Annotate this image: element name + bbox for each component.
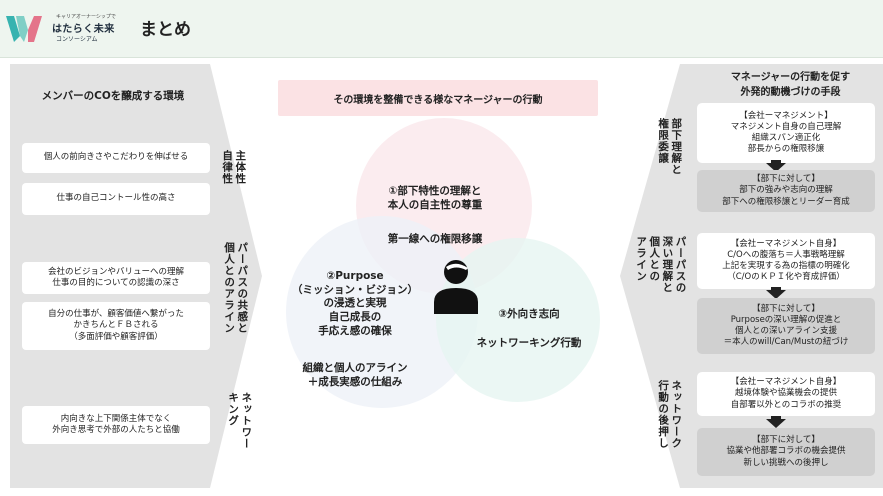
arrow-down-icon: [771, 287, 781, 291]
arrow-down-icon: [766, 419, 786, 428]
circle3-text: ③外向き志向: [498, 308, 560, 320]
left-label-networking: ネットワー キング: [227, 392, 253, 450]
right-panel-title: マネージャーの行動を促す 外発的動機づけの手段: [730, 72, 851, 98]
left-label-autonomy: 主体性 自律性: [221, 150, 247, 185]
right-label-delegation: 部下理解と 権限委譲: [657, 118, 683, 176]
circle1-subtext: 第一線への権限移譲: [387, 233, 483, 245]
person-icon: [434, 260, 478, 314]
venn-diagram: [286, 118, 600, 408]
left-item-5: 内向きな上下関係主体でなく 外向き思考で外部の人たちと協働: [22, 406, 210, 444]
left-label-purpose: パーパスの共感と 個人とのアライン: [223, 242, 249, 334]
right-box-3-bottom: 【部下に対して】 協業や他部署コラボの機会提供 新しい挑戦への後押し: [697, 428, 875, 476]
circle1-text: ①部下特性の理解と 本人の自主性の尊重: [387, 185, 483, 211]
logo-name: はたらく未来: [52, 24, 115, 35]
venn-circle-2: [286, 216, 478, 408]
arrow-down-icon: [771, 416, 781, 420]
page-title: まとめ: [140, 20, 191, 40]
logo-subname: コンソーシアム: [56, 36, 98, 43]
left-item-1: 個人の前向きさやこだわりを伸ばせる: [22, 143, 210, 173]
circle2-text: ②Purpose （ミッション・ビジョン） の浸透と実現 自己成長の 手応え感の…: [292, 270, 418, 337]
right-box-3-top: 【会社ーマネジメント自身】 越境体験や協業機会の提供 自部署以外とのコラボの推奨: [697, 372, 875, 416]
right-box-2-bottom: 【部下に対して】 Purposeの深い理解の促進と 個人との深いアライン支援 ＝…: [697, 298, 875, 354]
left-panel-title: メンバーのCOを醸成する環境: [41, 90, 185, 102]
center-title: その環境を整備できる様なマネージャーの行動: [278, 80, 598, 116]
right-box-1-top: 【会社ーマネジメント】 マネジメント自身の自己理解 組織スパン適正化 部長からの…: [697, 103, 875, 163]
logo-tagline: キャリアオーナーシップで: [56, 14, 116, 20]
venn-circle-3: [436, 238, 600, 402]
circle2-subtext: 組織と個人のアライン ＋成長実感の仕組み: [302, 362, 408, 388]
logo-w-icon: [6, 16, 42, 42]
right-box-1-bottom: 【部下に対して】 部下の強みや志向の理解 部下への権限移譲とリーダー育成: [697, 170, 875, 212]
right-label-network: ネットワーク 行動の後押し: [657, 380, 683, 449]
arrow-down-icon: [766, 163, 786, 172]
right-label-purpose: パーパスの 深い理解と 個人との アライン: [635, 236, 687, 294]
left-item-3: 会社のビジョンやバリューへの理解 仕事の目的についての認識の深さ: [22, 262, 210, 294]
header-bar: [0, 0, 883, 58]
left-item-4: 自分の仕事が、顧客価値へ繋がった かきちんとＦＢされる （多面評価や顧客評価）: [22, 302, 210, 350]
right-box-2-top: 【会社ーマネジメント自身】 C/Oへの腹落ち＝人事戦略理解 上記を実現する為の指…: [697, 233, 875, 289]
arrow-down-icon: [766, 290, 786, 299]
arrow-down-icon: [771, 160, 781, 164]
circle3-subtext: ネットワーキング行動: [476, 337, 582, 349]
left-item-2: 仕事の自己コントール性の高さ: [22, 183, 210, 215]
